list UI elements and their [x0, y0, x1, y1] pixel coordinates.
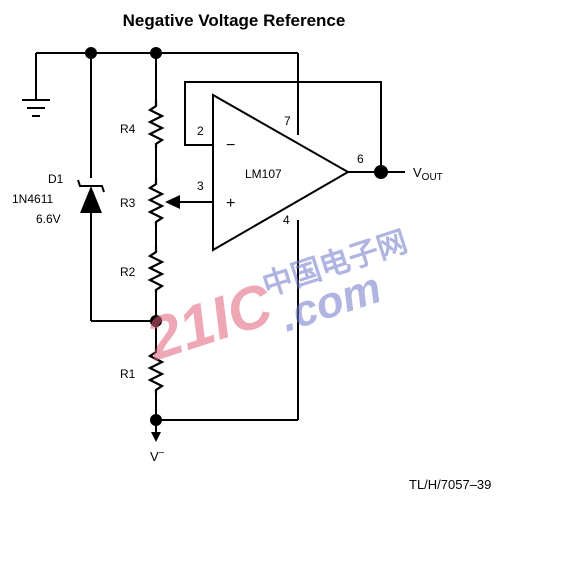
junction-dot — [150, 315, 162, 327]
junction-dots — [85, 47, 388, 426]
vminus-label: V− — [150, 448, 165, 464]
d1-voltage-label: 6.6V — [36, 212, 61, 226]
ground-icon — [22, 99, 50, 117]
r4-label: R4 — [120, 122, 136, 136]
r3-label: R3 — [120, 196, 136, 210]
pin2-label: 2 — [197, 124, 204, 138]
pin3-label: 3 — [197, 179, 204, 193]
plus-sign: + — [226, 195, 235, 212]
junction-dot — [85, 47, 97, 59]
r1-resistor — [147, 346, 165, 394]
zener-diode-icon — [77, 179, 105, 213]
d1-part-label: 1N4611 — [12, 192, 53, 206]
pin6-label: 6 — [357, 152, 364, 166]
diagram-title: Negative Voltage Reference — [123, 11, 346, 30]
junction-dot — [374, 165, 388, 179]
pin4-label: 4 — [283, 213, 290, 227]
vout-label: VOUT — [413, 165, 443, 183]
minus-sign: − — [226, 137, 235, 154]
r3-resistor — [147, 178, 165, 226]
wires — [35, 52, 405, 440]
feedback-wire — [184, 81, 382, 172]
wiper-arrow-icon — [165, 195, 180, 209]
opamp-triangle — [212, 93, 351, 252]
vminus-arrow-icon — [151, 432, 161, 442]
opamp-label: LM107 — [245, 167, 282, 181]
r4-resistor — [147, 100, 165, 148]
d1-label: D1 — [48, 172, 64, 186]
r2-resistor — [147, 246, 165, 294]
junction-dot — [150, 414, 162, 426]
r1-label: R1 — [120, 367, 136, 381]
junction-dot — [150, 47, 162, 59]
r2-label: R2 — [120, 265, 136, 279]
pin7-label: 7 — [284, 114, 291, 128]
watermark-logo: 中国电子网 21IC .com — [138, 225, 412, 373]
figure-reference: TL/H/7057–39 — [409, 477, 491, 492]
